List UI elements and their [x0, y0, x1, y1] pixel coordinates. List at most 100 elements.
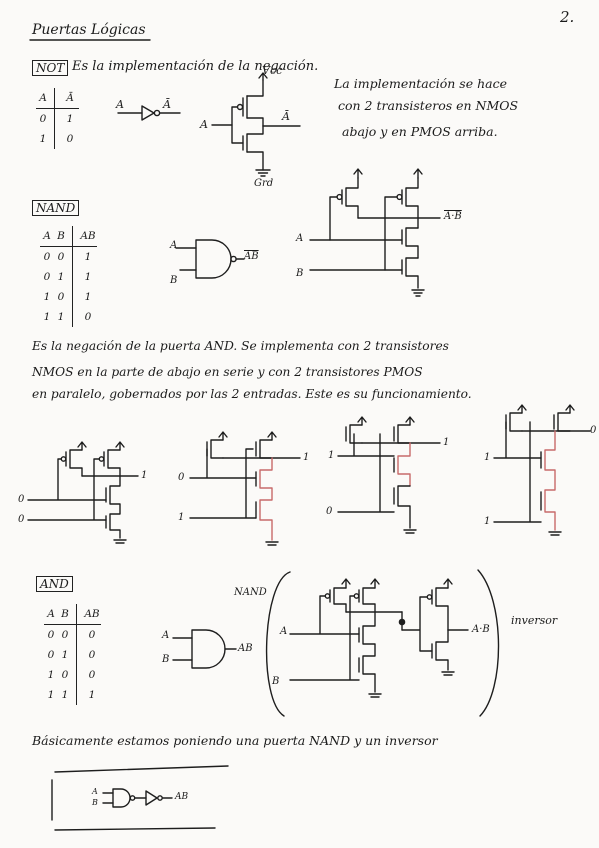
page-title: Puertas Lógicas	[32, 22, 146, 38]
table-cell: 0	[43, 271, 51, 283]
and-symbol-input-b: B	[162, 654, 170, 665]
header-not-a: Ā	[66, 92, 74, 104]
nand-truth-table: A B AB 0 0 1 0 1 1 1 0 1 1 1 0	[40, 226, 97, 327]
table-cell: 1	[61, 689, 69, 701]
table-cell: 1	[84, 271, 92, 283]
nand-circuit-input-a: A	[296, 233, 304, 244]
example-1-input-a: 0	[18, 494, 25, 505]
not-gate-symbol	[117, 105, 181, 121]
header-a: A	[43, 230, 51, 242]
header-a: A	[39, 92, 47, 104]
example-3-input-a: 1	[328, 450, 335, 461]
nand-symbol-input-a: A	[170, 240, 178, 251]
not-note-line-2: con 2 transisteros en NMOS	[338, 98, 519, 113]
not-circuit-input: A	[200, 118, 208, 131]
table-cell: 0	[84, 311, 92, 323]
table-cell: 0	[43, 251, 51, 263]
and-symbol-output: AB	[238, 643, 253, 654]
not-symbol-output: Ā	[163, 98, 171, 111]
table-cell: 0	[61, 629, 69, 641]
final-equivalence-box	[51, 765, 229, 831]
table-cell: 1	[66, 113, 74, 125]
final-output: AB	[175, 792, 189, 802]
table-cell: 1	[39, 133, 47, 145]
table-cell: 0	[61, 669, 69, 681]
example-2-input-a: 0	[178, 472, 185, 483]
not-intro: Es la implementación de la negación.	[72, 59, 319, 74]
table-cell: 1	[47, 669, 55, 681]
example-4-output: 0	[590, 425, 597, 436]
header-out: AB	[84, 608, 100, 620]
and-truth-table: A B AB 0 0 0 0 1 0 1 0 0 1 1 1	[44, 604, 101, 705]
and-circuit-output: A·B	[472, 624, 490, 635]
final-input-a: A	[92, 787, 98, 796]
table-cell: 0	[88, 649, 96, 661]
table-cell: 0	[66, 133, 74, 145]
table-cell: 1	[43, 291, 51, 303]
nand-description-line-3: en paralelo, gobernados por las 2 entrad…	[32, 387, 472, 401]
header-a: A	[47, 608, 55, 620]
and-tag: AND	[36, 576, 73, 592]
nand-circuit-input-b: B	[296, 268, 304, 279]
nand-symbol-output: AB	[244, 251, 259, 262]
example-3-input-b: 0	[326, 506, 333, 517]
vcc-label: Vcc	[262, 64, 283, 77]
table-cell: 1	[43, 311, 51, 323]
table-cell: 1	[57, 271, 65, 283]
table-row: 0 1	[36, 109, 79, 129]
and-cmos-circuit	[289, 578, 469, 698]
nand-cmos-circuit	[309, 168, 441, 297]
header-b: B	[57, 230, 65, 242]
table-cell: 0	[47, 649, 55, 661]
nand-description-line-1: Es la negación de la puerta AND. Se impl…	[32, 339, 449, 353]
table-row: 1 1 1	[44, 685, 101, 705]
example-1-output: 1	[141, 470, 148, 481]
table-row: 1 1 0	[40, 307, 97, 327]
not-note-line-3: abajo y en PMOS arriba.	[342, 124, 498, 139]
example-3-output: 1	[443, 437, 450, 448]
not-note-line-1: La implementación se hace	[334, 76, 507, 91]
table-header: A Ā	[36, 88, 79, 109]
table-cell: 1	[84, 291, 92, 303]
example-2-input-b: 1	[178, 512, 185, 523]
not-symbol-input: A	[116, 98, 124, 111]
final-input-b: B	[92, 798, 98, 807]
and-circuit-input-b: B	[272, 676, 280, 687]
table-header: A B AB	[40, 226, 97, 247]
header-out: AB	[80, 230, 96, 242]
not-tag: NOT	[32, 60, 69, 76]
table-row: 0 1 0	[44, 645, 101, 665]
table-row: 1 0	[36, 129, 79, 149]
example-4-input-a: 1	[484, 452, 491, 463]
nand-circuit-output: A·B	[444, 211, 462, 222]
table-header: A B AB	[44, 604, 101, 625]
nand-symbol-input-b: B	[170, 275, 178, 286]
table-cell: 0	[39, 113, 47, 125]
nand-description-line-2: NMOS en la parte de abajo en serie y con…	[32, 365, 423, 379]
nand-example-2	[189, 431, 301, 546]
and-inverter-label: inversor	[511, 614, 558, 627]
nand-example-3	[337, 416, 441, 534]
table-cell: 0	[57, 251, 65, 263]
table-cell: 0	[88, 629, 96, 641]
table-cell: 1	[88, 689, 96, 701]
table-row: 0 0 1	[40, 247, 97, 267]
table-cell: 1	[61, 649, 69, 661]
not-cmos-circuit	[211, 72, 301, 177]
table-cell: 0	[47, 629, 55, 641]
example-4-input-b: 1	[484, 516, 491, 527]
table-cell: 1	[84, 251, 92, 263]
table-cell: 0	[57, 291, 65, 303]
and-circuit-bracket	[265, 569, 500, 717]
example-2-output: 1	[303, 452, 310, 463]
and-nand-label: NAND	[234, 587, 267, 598]
not-circuit-output: Ā	[282, 110, 290, 123]
nand-gate-symbol	[175, 239, 245, 279]
table-cell: 1	[57, 311, 65, 323]
and-circuit-input-a: A	[280, 626, 288, 637]
gnd-label: Grd	[254, 178, 274, 189]
nand-example-1	[27, 441, 139, 544]
table-cell: 1	[47, 689, 55, 701]
